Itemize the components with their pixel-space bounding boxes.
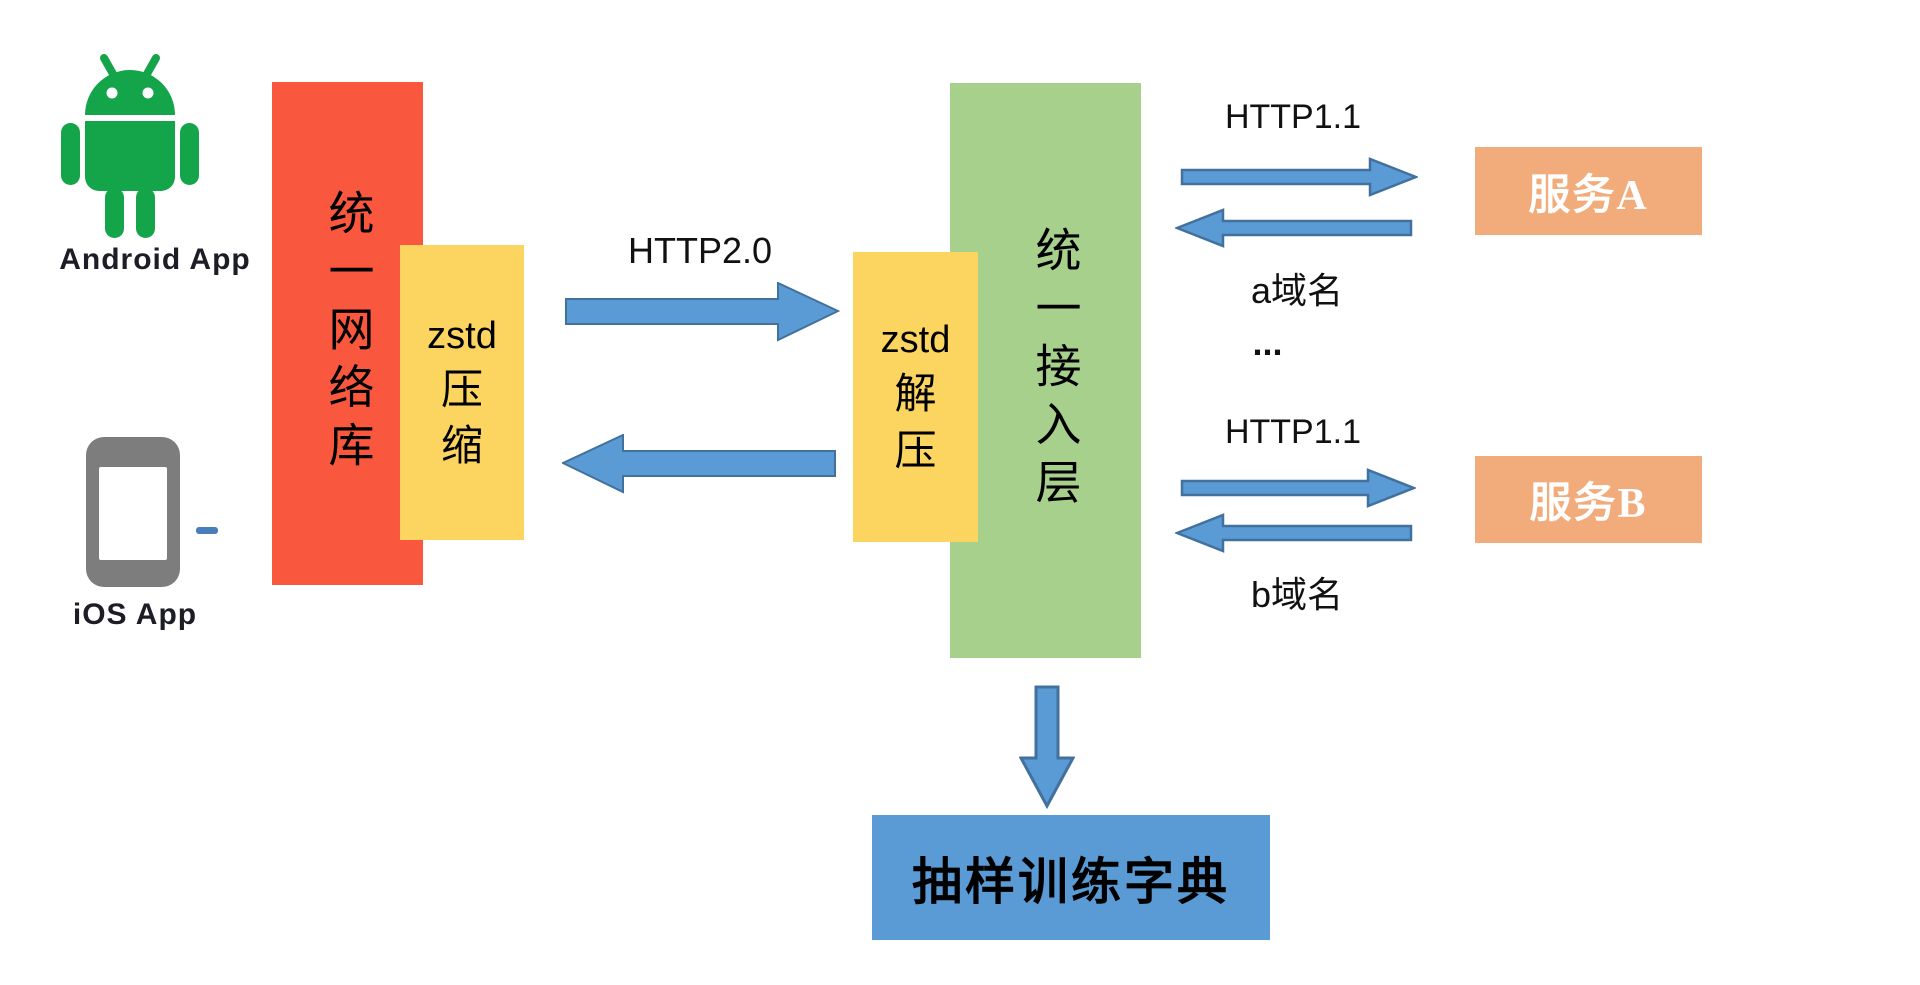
smartphone-icon: [86, 437, 180, 587]
android-robot-icon: [61, 54, 199, 238]
http2-protocol-label: HTTP2.0: [627, 230, 773, 271]
service-a-label: 服务A: [1528, 172, 1649, 219]
http11-b-protocol-label: HTTP1.1: [1224, 413, 1362, 451]
unified-access-layer-box: 统一接入层: [950, 83, 1141, 658]
unified-network-library-box: 统一网络库: [272, 82, 423, 585]
zstd-compress-char2: 缩: [440, 424, 483, 470]
zstd-decompress-title: zstd: [880, 319, 951, 362]
domain-a-label: a域名: [1250, 270, 1344, 311]
http2-request-arrow: [565, 282, 840, 342]
service-a-request-arrow: [1180, 157, 1418, 197]
service-b-response-arrow: [1175, 513, 1413, 553]
zstd-decompress-char1: 解: [894, 372, 937, 419]
unified-network-library-label: 统一网络库: [322, 188, 374, 479]
zstd-decompress-char2: 压: [894, 428, 937, 475]
http11-a-protocol-label: HTTP1.1: [1224, 98, 1362, 136]
zstd-compress-title: zstd: [427, 314, 497, 357]
dash-connector: [196, 527, 218, 534]
http2-response-arrow: [562, 434, 836, 494]
zstd-compress-char1: 压: [440, 367, 483, 414]
android-app-label: Android App: [59, 243, 251, 276]
service-b-box: 服务B: [1475, 456, 1702, 543]
service-b-label: 服务B: [1529, 481, 1648, 527]
unified-access-layer-label: 统一接入层: [1029, 225, 1081, 516]
smartphone-screen: [99, 467, 167, 560]
sampling-training-dictionary-box: 抽样训练字典: [872, 815, 1270, 940]
more-domains-ellipsis: ...: [1252, 322, 1283, 363]
ios-app-label: iOS App: [72, 598, 198, 631]
service-b-request-arrow: [1180, 468, 1416, 508]
zstd-decompress-box: zstd 解 压: [853, 252, 978, 542]
zstd-compress-box: zstd 压 缩: [400, 245, 524, 540]
domain-b-label: b域名: [1250, 574, 1344, 615]
service-a-response-arrow: [1175, 208, 1413, 248]
service-a-box: 服务A: [1475, 147, 1702, 235]
to-dictionary-arrow: [1019, 685, 1075, 809]
sampling-training-dictionary-label: 抽样训练字典: [912, 853, 1230, 910]
